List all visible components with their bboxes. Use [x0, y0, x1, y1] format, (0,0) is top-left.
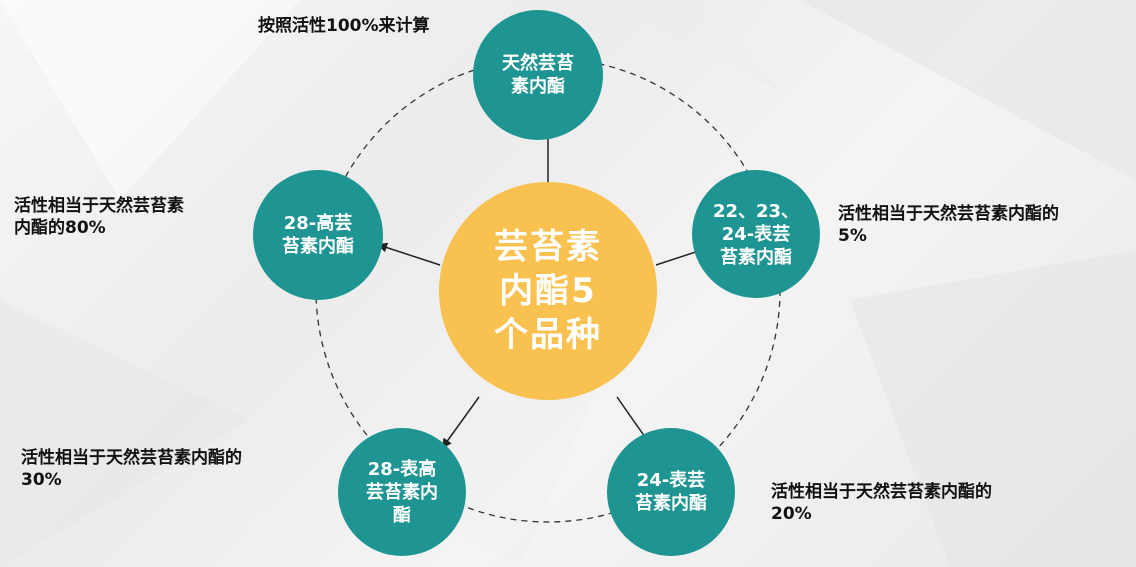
note-natural: 按照活性100%来计算: [258, 16, 430, 36]
note-22-23-24: 活性相当于天然芸苔素内酯的 5%: [838, 204, 1059, 246]
node-22-23-24: 22、23、 24-表芸 苔素内酯: [692, 170, 820, 298]
node-natural: 天然芸苔 素内酯: [473, 10, 603, 140]
node-24-epi: 24-表芸 苔素内酯: [607, 428, 735, 556]
note-28-homo: 活性相当于天然芸苔素 内酯的80%: [14, 196, 184, 238]
node-28-homo: 28-高芸 苔素内酯: [253, 170, 383, 300]
note-24-epi: 活性相当于天然芸苔素内酯的 20%: [771, 482, 992, 524]
arrow-to-28-epihomo: [441, 396, 480, 449]
arrow-to-28-homo: [377, 242, 441, 266]
center-node: 芸苔素 内酯5 个品种: [439, 182, 657, 400]
node-28-epihomo: 28-表高 芸苔素内 酯: [338, 428, 466, 556]
note-28-epihomo: 活性相当于天然芸苔素内酯的 30%: [21, 448, 242, 490]
